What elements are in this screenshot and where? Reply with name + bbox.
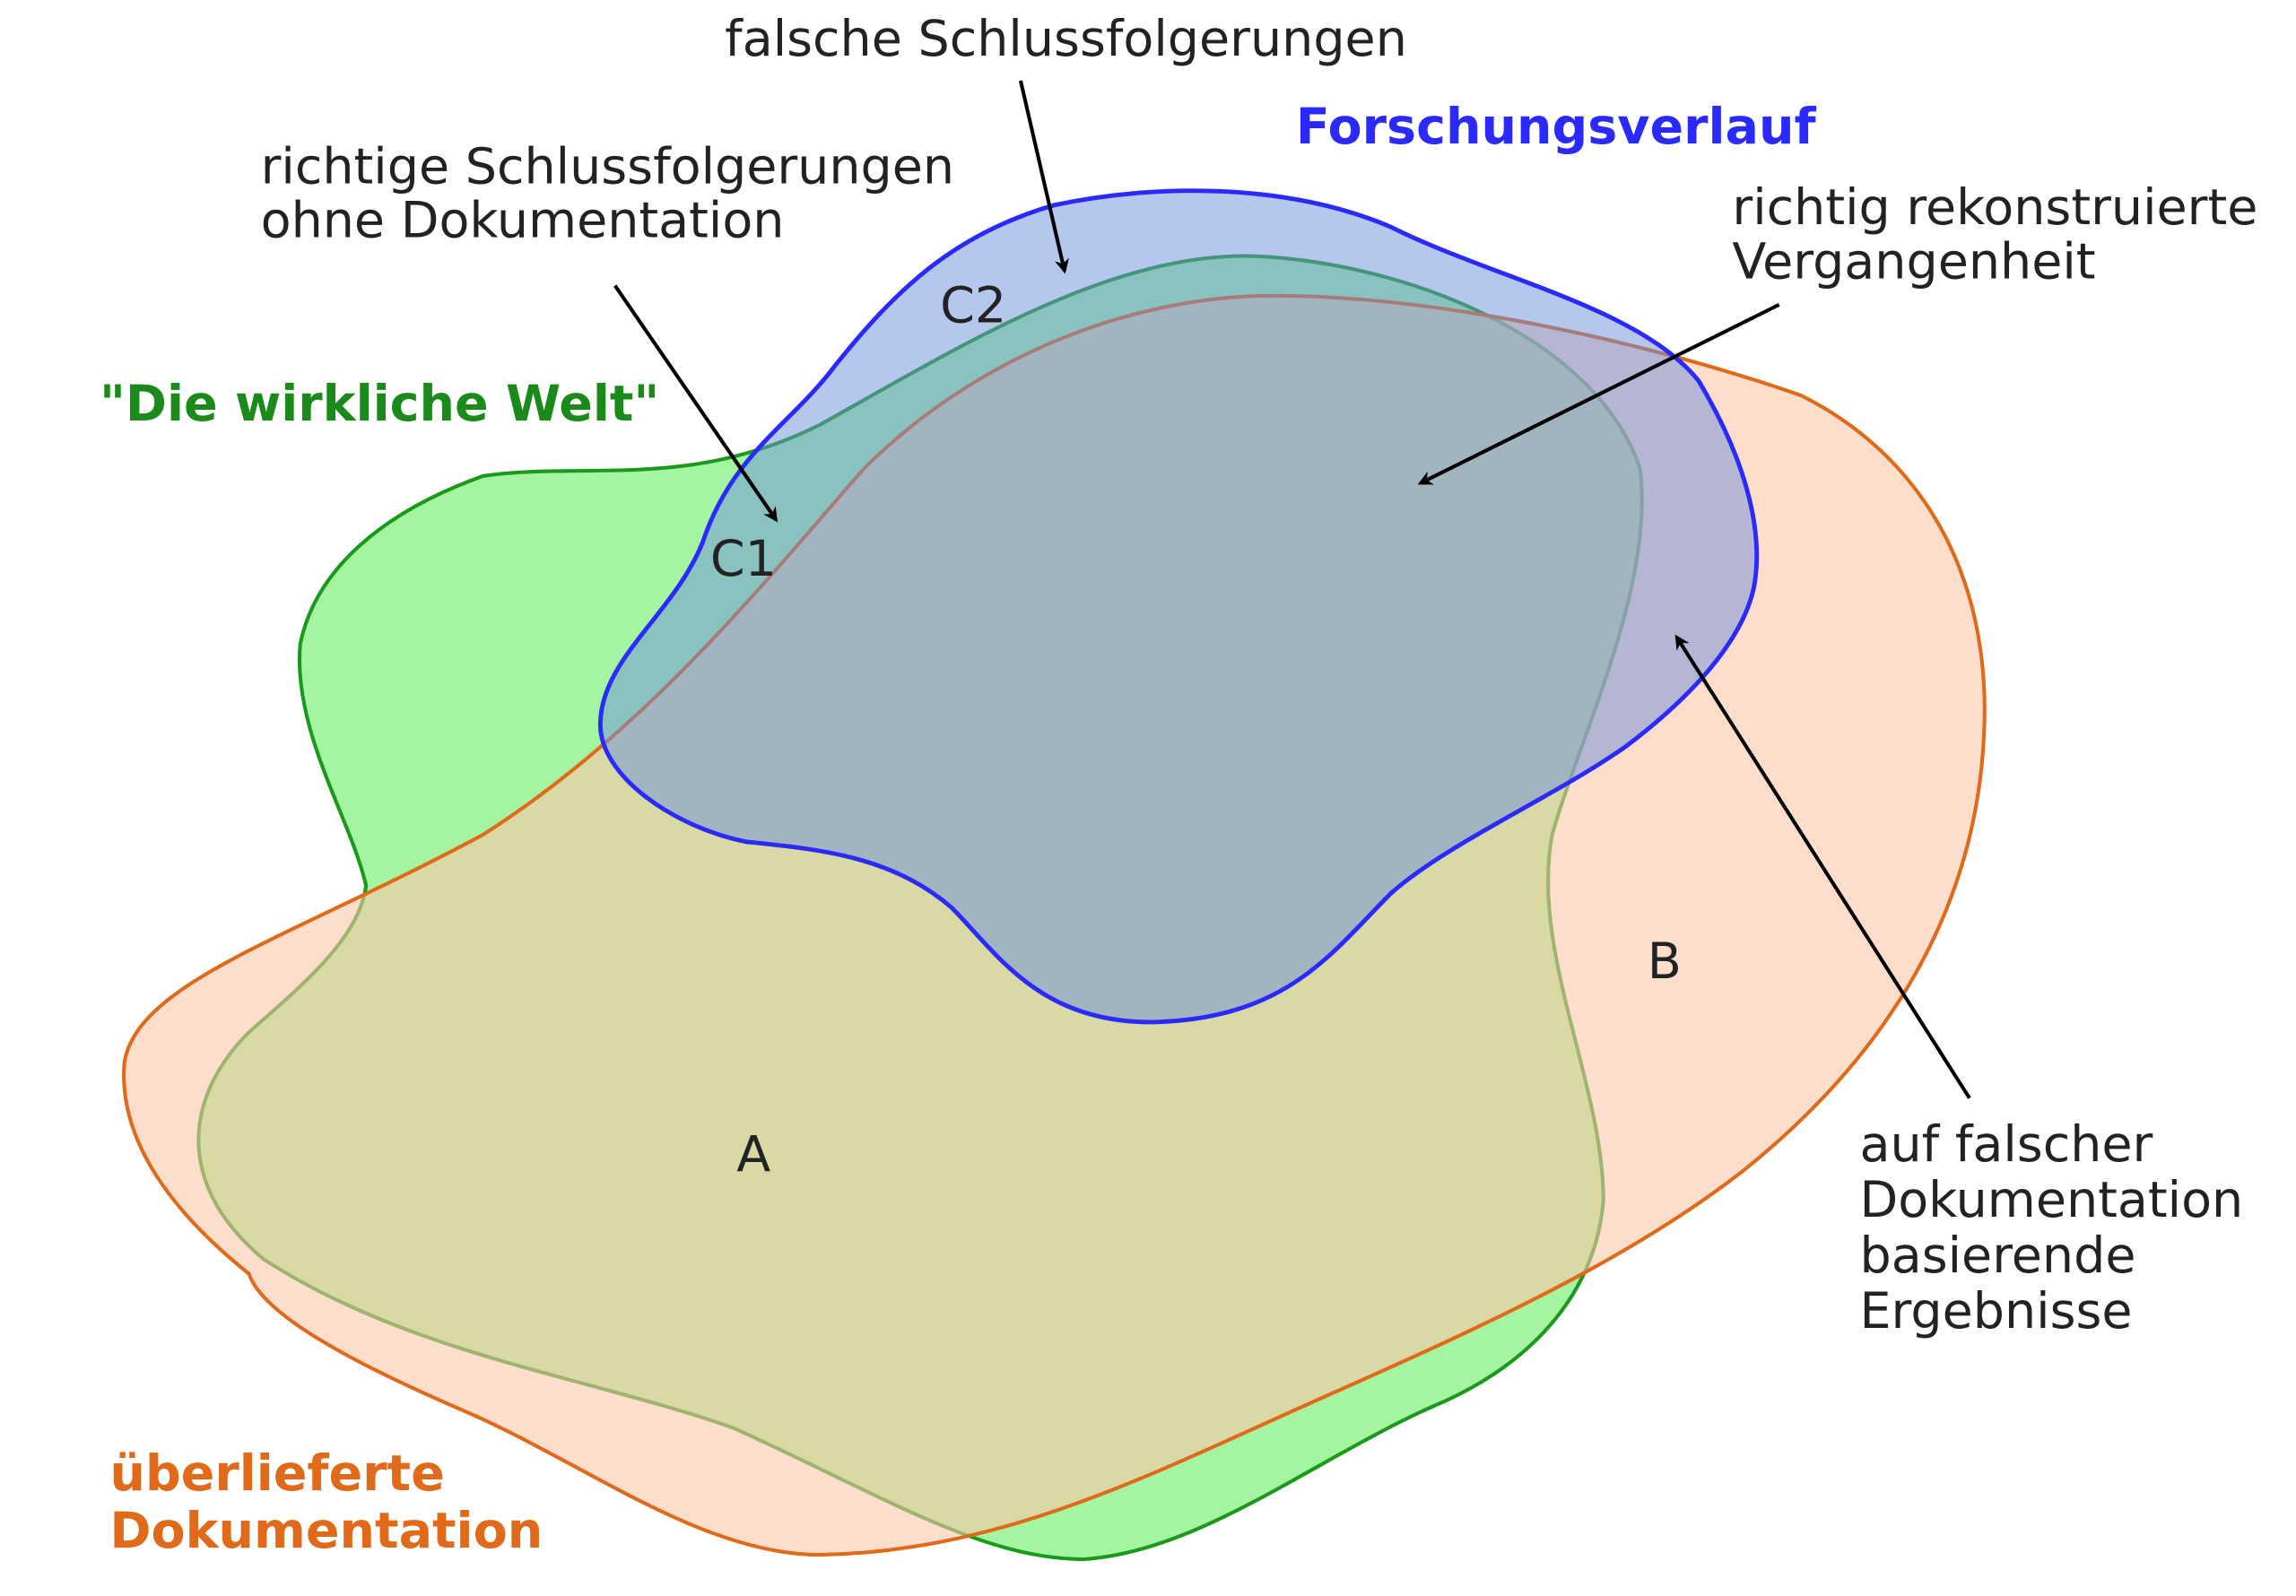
label-real-world: "Die wirkliche Welt" [100, 375, 659, 433]
arrow-right-conclusions [613, 284, 778, 523]
label-reconstructed-line2: Vergangenheit [1732, 232, 2095, 291]
region-label-b: B [1648, 932, 1682, 991]
arrow-reconstructed-past [1417, 302, 1780, 485]
arrow-false-documentation [1674, 634, 1971, 1099]
label-false-doc-line4: Ergebnisse [1859, 1282, 2132, 1340]
label-wrong-conclusions: falsche Schlussfolgerungen [725, 10, 1407, 68]
label-false-doc-line3: basierende [1859, 1227, 2135, 1285]
label-research-course: Forschungsverlauf [1296, 98, 1817, 156]
arrows [613, 80, 1971, 1099]
label-right-conclusions-line2: ohne Dokumentation [261, 192, 785, 250]
label-right-conclusions-line1: richtige Schlussfolgerungen [261, 137, 954, 195]
label-documentation-line2: Dokumentation [109, 1502, 543, 1560]
region-label-a: A [736, 1125, 770, 1184]
label-false-doc-line2: Dokumentation [1859, 1171, 2243, 1229]
arrow-wrong-conclusions [1018, 80, 1069, 274]
label-false-doc-line1: auf falscher [1859, 1115, 2152, 1174]
research-set [597, 188, 1760, 1025]
label-documentation-line1: überlieferte [109, 1444, 444, 1503]
region-label-c1: C1 [710, 530, 777, 588]
label-reconstructed-line1: richtig rekonstruierte [1732, 178, 2257, 237]
region-label-c2: C2 [940, 276, 1006, 334]
